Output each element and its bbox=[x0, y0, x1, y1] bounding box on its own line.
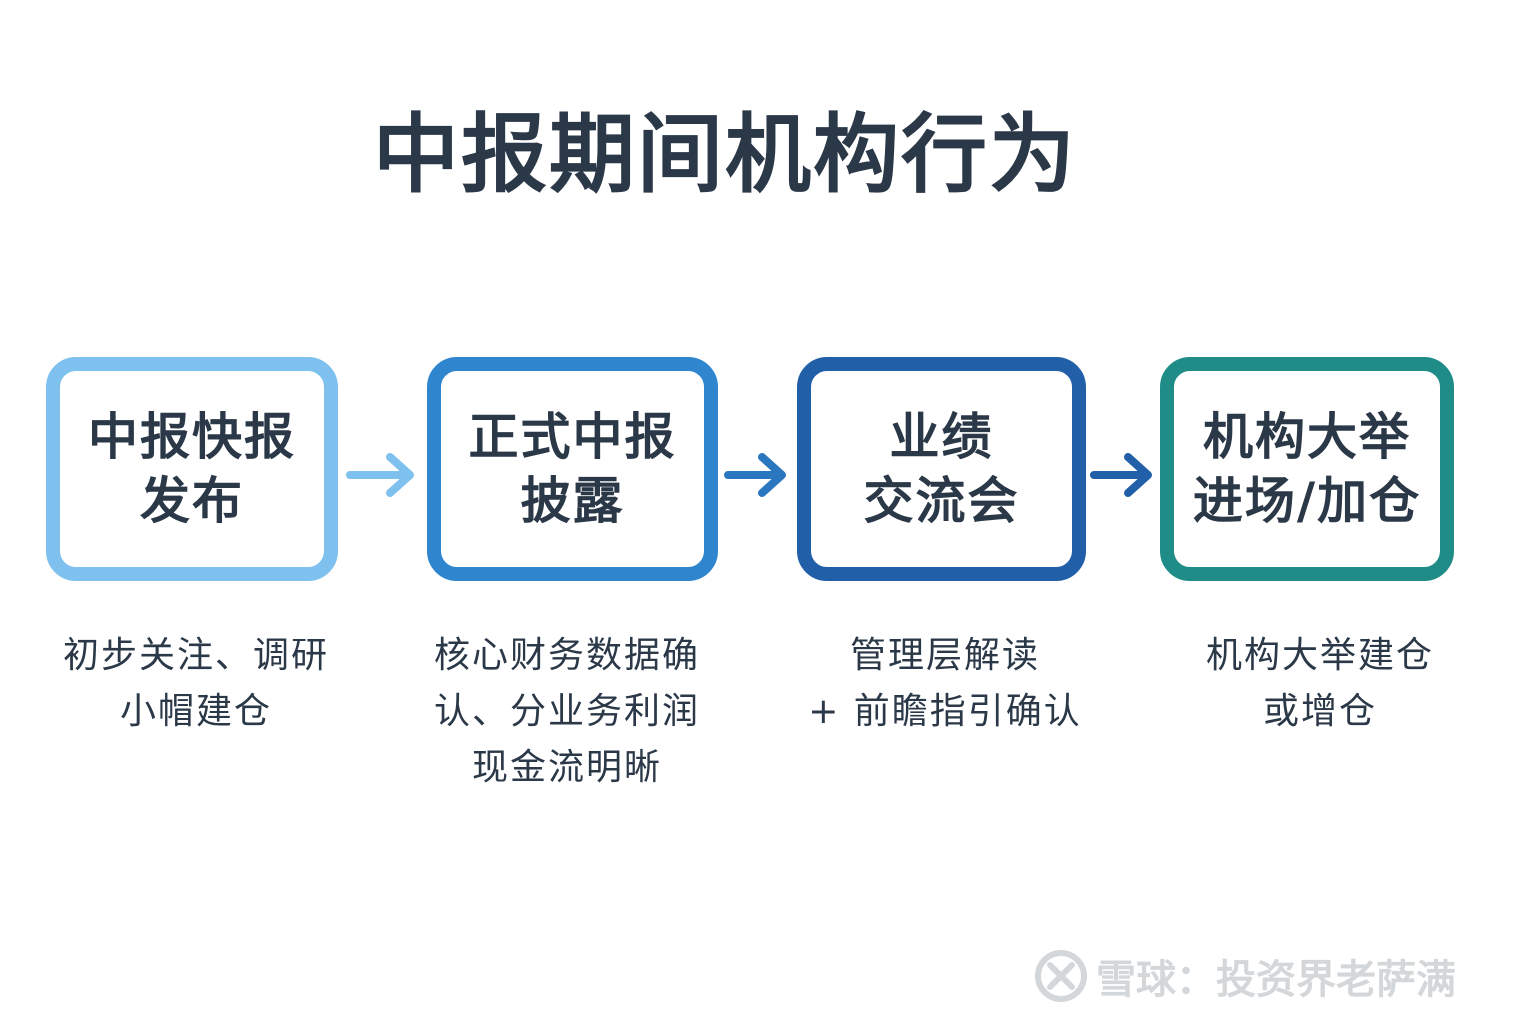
step-3-line-1: 业绩 bbox=[889, 408, 994, 466]
step-4-line-2: 进场/加仓 bbox=[1192, 472, 1422, 530]
step-1-desc-line-1: 初步关注、调研 bbox=[62, 635, 329, 676]
arrow-right-icon bbox=[724, 453, 786, 497]
step-1-line-1: 中报快报 bbox=[88, 408, 296, 466]
step-3-line-2: 交流会 bbox=[863, 472, 1020, 530]
step-2-description: 核心财务数据确 认、分业务利润 现金流明晰 bbox=[417, 628, 717, 796]
step-4-line-1: 机构大举 bbox=[1203, 408, 1411, 466]
step-3-desc-line-2: + 前瞻指引确认 bbox=[808, 691, 1082, 732]
step-2-desc-line-3: 现金流明晰 bbox=[471, 747, 662, 788]
arrow-right-icon bbox=[346, 453, 414, 497]
step-box-3: 业绩 交流会 bbox=[797, 357, 1086, 581]
step-2-desc-line-2: 认、分业务利润 bbox=[433, 691, 700, 732]
step-box-4: 机构大举 进场/加仓 bbox=[1160, 357, 1454, 581]
step-2-line-1: 正式中报 bbox=[468, 408, 677, 466]
step-box-1: 中报快报 发布 bbox=[46, 357, 338, 581]
step-4-desc-line-1: 机构大举建仓 bbox=[1205, 635, 1434, 676]
watermark-text: 雪球：投资界老萨满 bbox=[1096, 957, 1456, 1003]
step-3-description: 管理层解读 + 前瞻指引确认 bbox=[790, 628, 1100, 740]
step-1-desc-line-2: 小帽建仓 bbox=[119, 691, 272, 732]
xueqiu-logo-icon bbox=[1035, 950, 1087, 1002]
step-2-line-2: 披露 bbox=[520, 472, 625, 530]
step-4-description: 机构大举建仓 或增仓 bbox=[1170, 628, 1470, 740]
watermark: 雪球：投资界老萨满 bbox=[1034, 948, 1456, 1004]
step-box-2: 正式中报 披露 bbox=[427, 357, 718, 581]
step-1-line-2: 发布 bbox=[140, 472, 244, 530]
step-1-description: 初步关注、调研 小帽建仓 bbox=[46, 628, 346, 740]
step-2-desc-line-1: 核心财务数据确 bbox=[433, 635, 700, 676]
page-title: 中报期间机构行为 bbox=[373, 105, 1077, 205]
arrow-right-icon bbox=[1090, 453, 1152, 497]
step-3-desc-line-1: 管理层解读 bbox=[849, 635, 1040, 676]
step-4-desc-line-2: 或增仓 bbox=[1262, 691, 1377, 732]
